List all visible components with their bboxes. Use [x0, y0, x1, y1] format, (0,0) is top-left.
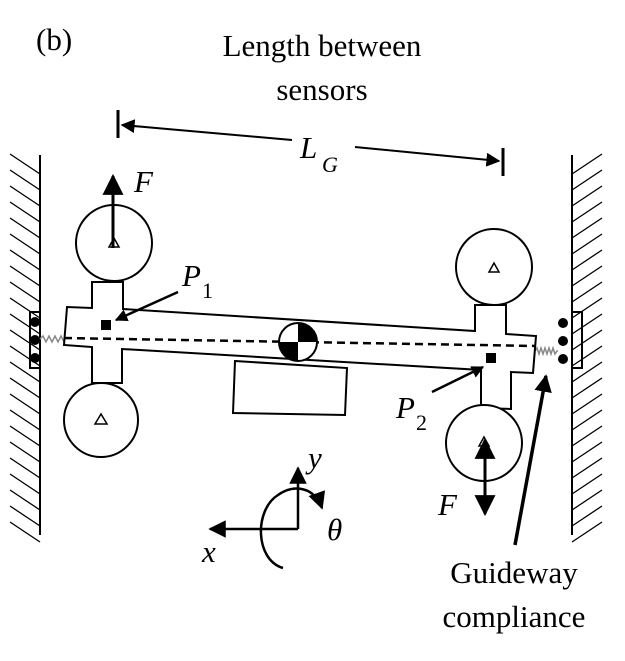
hatch-line — [9, 329, 41, 351]
hatch-line — [571, 153, 603, 175]
hatch-line — [571, 409, 603, 431]
p1-leader-arrow — [114, 290, 179, 322]
sensor-p2-marker — [486, 353, 496, 363]
hatch-line — [9, 265, 41, 287]
p2-label: P — [395, 390, 415, 425]
hatch-line — [9, 489, 41, 511]
hatch-line — [571, 457, 603, 479]
hatch-line — [9, 521, 41, 543]
title-line-1: Length between — [223, 28, 422, 63]
hatch-line — [9, 169, 41, 191]
hatch-line — [571, 361, 603, 383]
theta-rotation-arrow — [259, 487, 326, 570]
force-bottom-label: F — [437, 487, 458, 522]
hatch-line — [9, 233, 41, 255]
hatch-line — [571, 521, 603, 543]
hatch-line — [571, 425, 603, 447]
hatch-line — [571, 329, 603, 351]
hatch-line — [9, 153, 41, 175]
hatch-line — [9, 377, 41, 399]
hatch-line — [9, 281, 41, 303]
hatch-line — [571, 201, 603, 223]
hatch-line — [571, 297, 603, 319]
hatch-line — [9, 201, 41, 223]
hatch-line — [9, 425, 41, 447]
hatch-line — [571, 281, 603, 303]
title-line-2: sensors — [276, 72, 367, 107]
wheel-bottom-left — [63, 382, 139, 458]
hatch-line — [571, 505, 603, 527]
hatch-line — [9, 505, 41, 527]
hatch-line — [571, 217, 603, 239]
hatch-line — [571, 169, 603, 191]
wheel-top-right — [455, 228, 533, 306]
hatch-line — [9, 249, 41, 271]
compliance-label-line-2: compliance — [443, 599, 586, 634]
hatch-line — [571, 185, 603, 207]
hatch-line — [9, 441, 41, 463]
hatch-line — [9, 217, 41, 239]
dimension-arrow-left — [120, 119, 293, 141]
center-of-gravity-symbol — [278, 322, 318, 362]
right-wall-rollers — [558, 311, 583, 369]
axis-x-label: x — [201, 534, 216, 569]
p2-subscript: 2 — [416, 410, 427, 435]
p1-subscript: 1 — [202, 278, 213, 303]
hatch-line — [571, 441, 603, 463]
hatch-line — [571, 345, 603, 367]
hatch-line — [571, 393, 603, 415]
compliance-leader-arrow — [513, 374, 552, 546]
right-compliance-spring — [534, 345, 558, 357]
hatch-line — [9, 297, 41, 319]
length-symbol: L — [299, 130, 317, 165]
hatch-line — [9, 409, 41, 431]
hatch-line — [571, 265, 603, 287]
hatch-line — [571, 233, 603, 255]
dimension-arrow-right — [354, 146, 501, 167]
hatch-line — [571, 473, 603, 495]
compliance-label-line-1: Guideway — [450, 555, 578, 590]
left-wall-rollers — [29, 311, 40, 369]
hatch-line — [9, 185, 41, 207]
p1-label: P — [181, 258, 201, 293]
hatch-line — [9, 393, 41, 415]
panel-label: (b) — [36, 22, 72, 57]
hatch-line — [571, 489, 603, 511]
force-top-label: F — [133, 164, 154, 199]
hatch-line — [9, 457, 41, 479]
hatch-line — [571, 377, 603, 399]
axis-y-label: y — [305, 440, 322, 475]
p2-leader-arrow — [431, 365, 485, 394]
left-guideway-wall — [9, 153, 41, 543]
hatch-line — [9, 361, 41, 383]
hatch-line — [9, 473, 41, 495]
chassis-box — [231, 359, 349, 417]
hatch-line — [571, 313, 603, 335]
hatch-line — [571, 249, 603, 271]
hatch-line — [9, 313, 41, 335]
length-dimension: L G — [116, 110, 505, 177]
length-subscript: G — [322, 152, 338, 177]
right-guideway-wall — [571, 153, 603, 543]
sensor-p1-marker — [101, 320, 111, 330]
coordinate-frame: y x θ — [201, 440, 342, 570]
axis-theta-label: θ — [327, 512, 342, 547]
